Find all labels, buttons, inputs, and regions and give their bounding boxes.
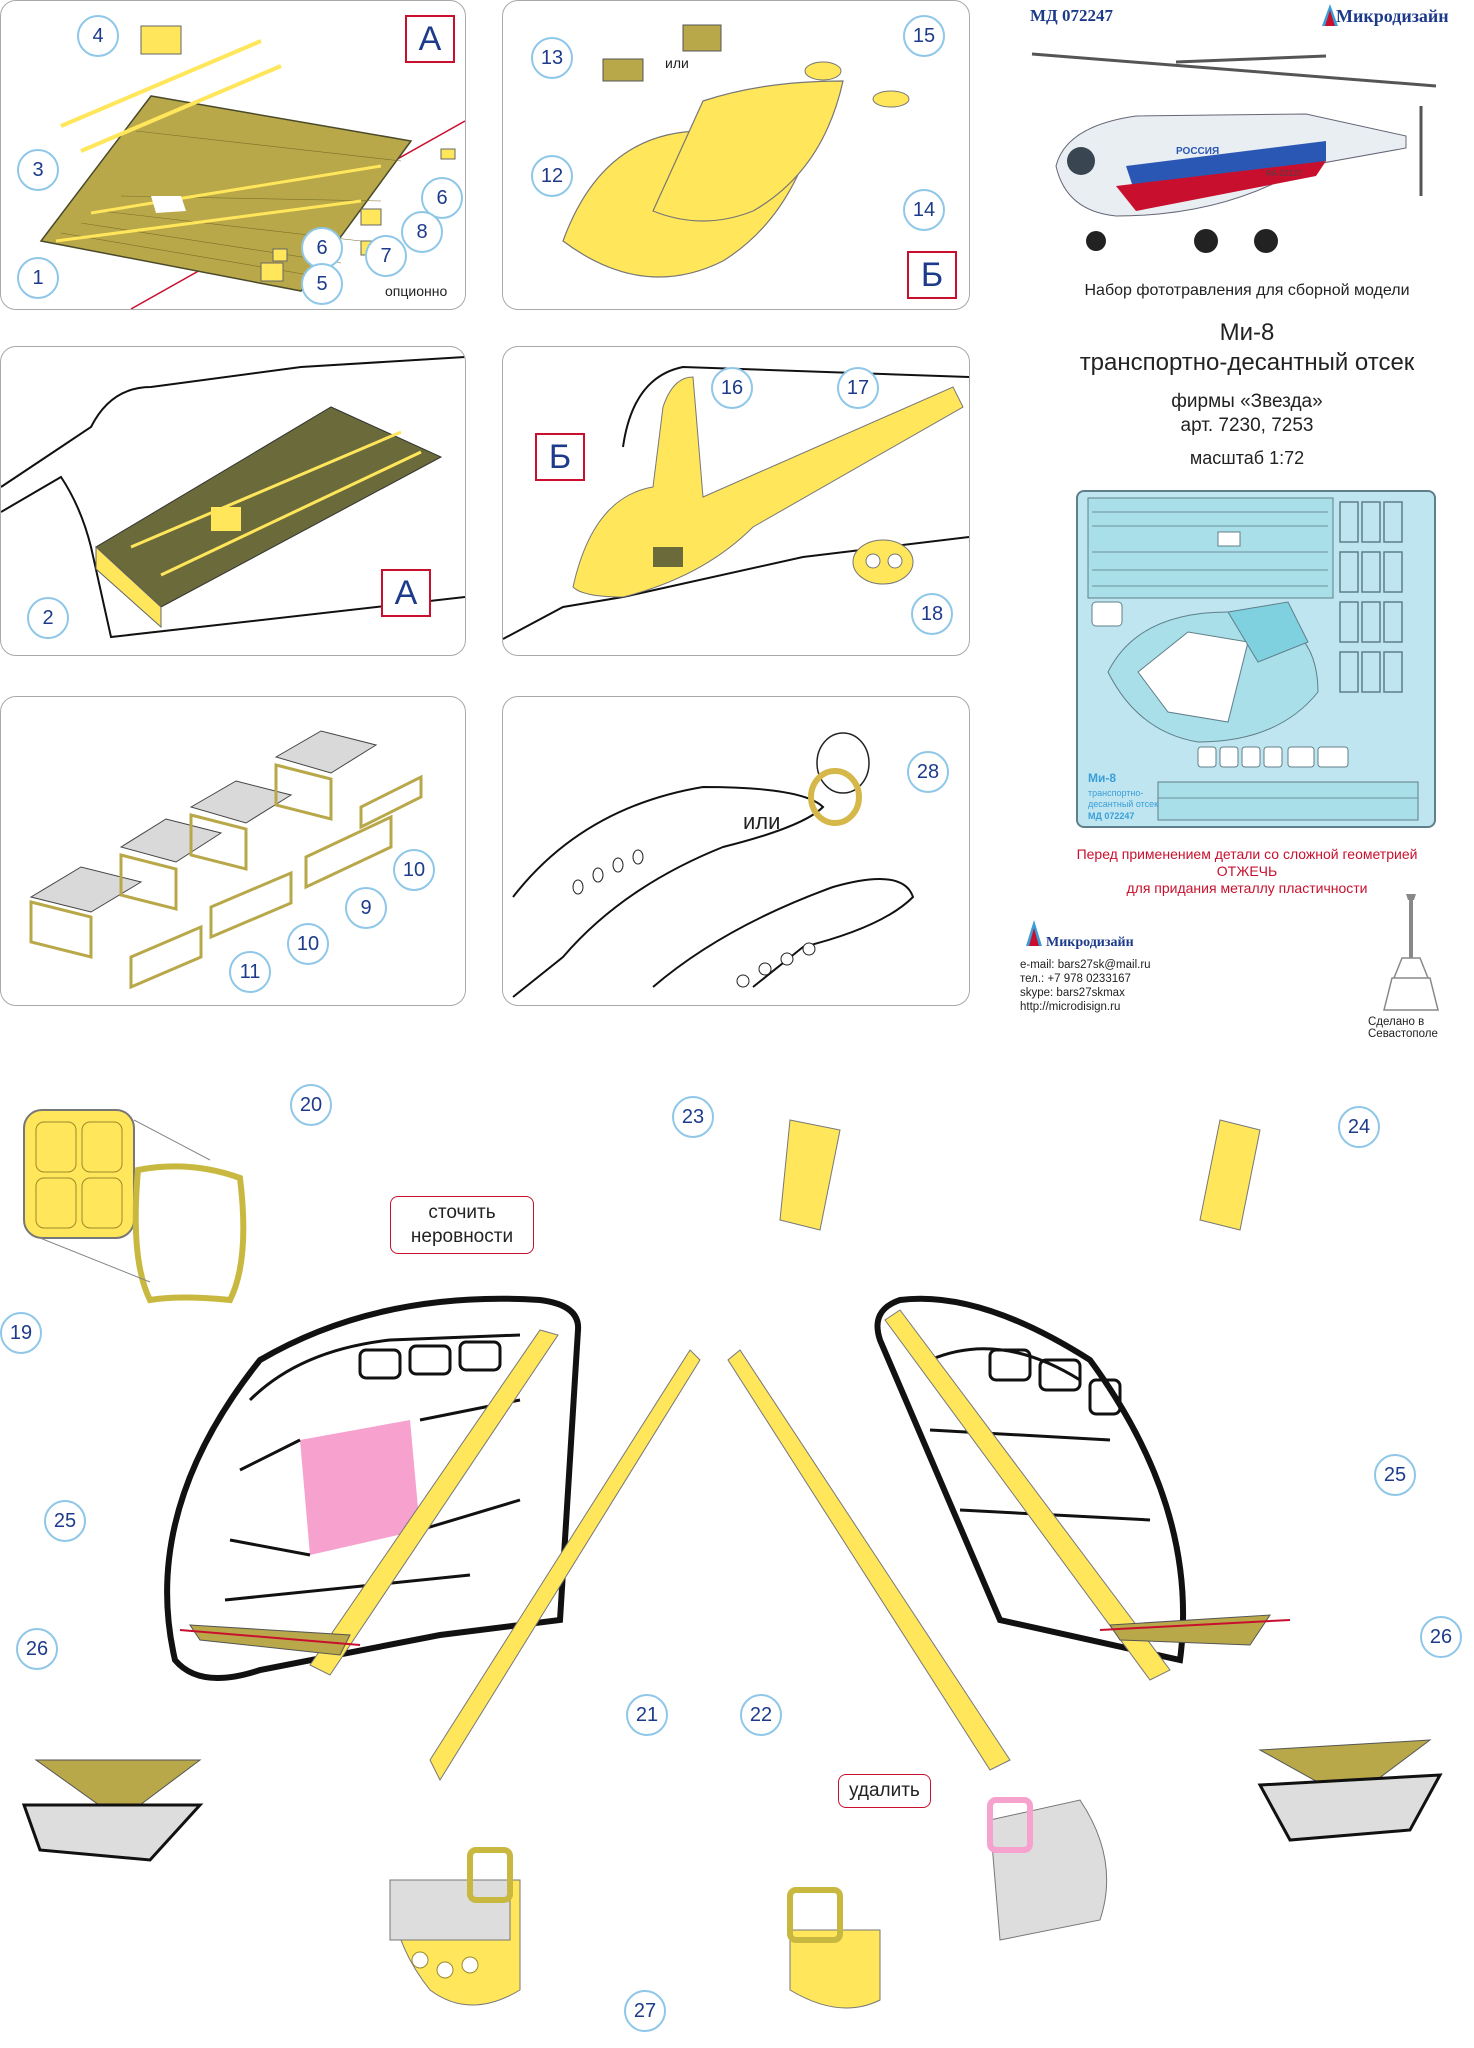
part-number: 22 bbox=[740, 1694, 782, 1736]
tag-a: А bbox=[381, 569, 431, 617]
tag-a: А bbox=[405, 15, 455, 63]
model-name: Ми-8 bbox=[1219, 319, 1275, 346]
part-number: 26 bbox=[1420, 1616, 1462, 1658]
floor-installed-diagram bbox=[1, 356, 465, 639]
panel-benches: 10 9 10 11 bbox=[0, 696, 466, 1006]
or-label: или bbox=[743, 809, 781, 834]
part-number: 18 bbox=[911, 593, 953, 635]
brand-name-small: Микродизайн bbox=[1046, 935, 1134, 950]
panel-floor-installed: А 2 bbox=[0, 346, 466, 656]
part-number: 12 bbox=[531, 155, 573, 197]
scale-label: масштаб 1:72 bbox=[1189, 448, 1305, 468]
panel-portholes: или 28 bbox=[502, 696, 970, 1006]
part-number: 26 bbox=[16, 1628, 58, 1670]
firm-info: фирмы «Звезда» арт. 7230, 7253 bbox=[1020, 390, 1474, 438]
kit-title: Набор фототравления для сборной модели bbox=[1084, 282, 1410, 299]
panel-floor-a: А 4 3 1 6 7 8 6 5 опционно bbox=[0, 0, 466, 310]
part-number: 9 bbox=[345, 887, 387, 929]
part-number: 17 bbox=[837, 367, 879, 409]
part-number: 20 bbox=[290, 1084, 332, 1126]
warning-line-1: Перед применением детали со сложной геом… bbox=[1076, 846, 1418, 862]
fret-label-line3: десантный отсек bbox=[1088, 799, 1158, 809]
contacts-block: e-mail: bars27sk@mail.ru тел.: +7 978 02… bbox=[1020, 958, 1151, 1014]
part-number: 25 bbox=[44, 1500, 86, 1542]
part-number: 1 bbox=[17, 257, 59, 299]
fret-label-line2: транспортно- bbox=[1088, 788, 1143, 798]
part-number: 23 bbox=[672, 1096, 714, 1138]
fret-label-code: МД 072247 bbox=[1088, 811, 1134, 821]
part-number: 16 bbox=[711, 367, 753, 409]
note-file-rough-edges: сточить неровности bbox=[390, 1196, 534, 1254]
brand-logo-icon bbox=[1026, 920, 1042, 946]
part-number: 10 bbox=[393, 849, 435, 891]
part-number: 25 bbox=[1374, 1454, 1416, 1496]
warning-line-2: ОТЖЕЧЬ bbox=[1216, 863, 1278, 879]
firm-name: фирмы «Звезда» bbox=[1171, 391, 1323, 412]
nose-installed-diagram bbox=[503, 365, 969, 640]
part-number: 7 bbox=[365, 235, 407, 277]
warning-line-3: для придания металлу пластичности bbox=[1126, 880, 1368, 896]
product-code: МД 072247 bbox=[1030, 6, 1113, 25]
made-in-label: Сделано в Севастополе bbox=[1368, 1016, 1438, 1040]
panel-nose-b: Б или 13 15 12 14 bbox=[502, 0, 970, 310]
tag-b: Б bbox=[535, 433, 585, 481]
model-subtitle: транспортно-десантный отсек bbox=[1079, 349, 1415, 376]
helicopter-illustration: РОССИЯ RA-22127 bbox=[1031, 52, 1437, 253]
part-number: 28 bbox=[907, 751, 949, 793]
part-number: 13 bbox=[531, 37, 573, 79]
part-number: 11 bbox=[229, 951, 271, 993]
part-number: 19 bbox=[0, 1312, 42, 1354]
portholes-diagram bbox=[512, 732, 915, 998]
part-number: 15 bbox=[903, 15, 945, 57]
contact-email: e-mail: bars27sk@mail.ru bbox=[1020, 959, 1151, 971]
part-number: 27 bbox=[624, 1990, 666, 2032]
fret-parts-diagram: Ми-8 транспортно- десантный отсек МД 072… bbox=[1087, 497, 1419, 821]
brand-logo-icon bbox=[1322, 4, 1338, 26]
part-number: 2 bbox=[27, 597, 69, 639]
tag-b: Б bbox=[907, 251, 957, 299]
benches-diagram bbox=[29, 730, 423, 990]
contact-phone: тел.: +7 978 0233167 bbox=[1020, 973, 1131, 985]
optional-label: опционно bbox=[385, 283, 448, 299]
helicopter-russia-text: РОССИЯ bbox=[1176, 146, 1219, 157]
part-number: 4 bbox=[77, 15, 119, 57]
contact-skype: skype: bars27skmax bbox=[1020, 987, 1125, 999]
note-remove: удалить bbox=[838, 1774, 931, 1808]
or-label: или bbox=[665, 55, 689, 71]
contact-web: http://microdisign.ru bbox=[1020, 1001, 1121, 1013]
brand-name: Микродизайн bbox=[1336, 6, 1449, 26]
fret-preview: Ми-8 транспортно- десантный отсек МД 072… bbox=[1076, 490, 1436, 828]
part-number: 3 bbox=[17, 149, 59, 191]
part-number: 10 bbox=[287, 923, 329, 965]
fret-label-model: Ми-8 bbox=[1088, 771, 1116, 785]
nose-diagram bbox=[562, 24, 910, 278]
model-title: Ми-8 транспортно-десантный отсек bbox=[1020, 318, 1474, 378]
part-number: 5 bbox=[301, 263, 343, 305]
part-number: 24 bbox=[1338, 1106, 1380, 1148]
firm-article: арт. 7230, 7253 bbox=[1180, 415, 1314, 436]
sevastopol-monument-icon bbox=[1383, 894, 1439, 1011]
part-number: 21 bbox=[626, 1694, 668, 1736]
annealing-warning: Перед применением детали со сложной геом… bbox=[1020, 846, 1474, 897]
part-number: 14 bbox=[903, 189, 945, 231]
helicopter-registration: RA-22127 bbox=[1266, 169, 1303, 178]
panel-nose-installed: Б 16 17 18 bbox=[502, 346, 970, 656]
cabin-assembly-diagram bbox=[21, 1109, 1443, 2009]
part-number: 8 bbox=[401, 211, 443, 253]
